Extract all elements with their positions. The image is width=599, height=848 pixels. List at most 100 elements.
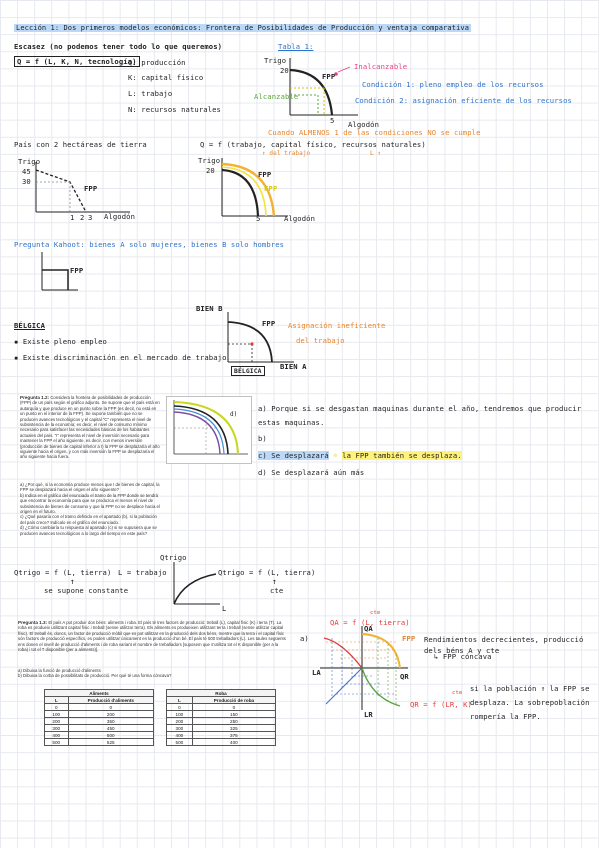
table-cell: 0 [191, 703, 277, 711]
g13-concava: ↳ FPP cóncava [434, 652, 492, 661]
trigo-y-axis: Qtrigo [160, 553, 187, 562]
table-cell: 0 [166, 703, 193, 711]
table-cell: 200 [166, 717, 193, 725]
def-n: N: recursos naturales [128, 105, 221, 114]
table-aliments-title: Aliments [44, 689, 154, 697]
g1-fpp-label: FPP [322, 72, 336, 81]
table-aliments-header-prod: Producció d'aliments [67, 696, 155, 704]
kahoot-question: Pregunta Kahoot: bienes A solo mujeres, … [14, 240, 285, 249]
g13-a-label: a) [300, 634, 309, 643]
table-aliments-header-l: L [44, 696, 69, 704]
g13-rendimientos: Rendimientos decrecientes, producció del… [424, 635, 584, 655]
g3-note-right: L ↑ [370, 150, 382, 157]
table-cell: 325 [191, 724, 277, 732]
table-cell: 100 [166, 710, 193, 718]
pregunta-12-item-c: c) ¿Qué pasaría con el tramo definido en… [20, 514, 157, 525]
table-roba-header-prod: Producció de roba [191, 696, 277, 704]
table-roba-header-l: L [166, 696, 193, 704]
table-cell: 250 [191, 717, 277, 725]
pais-x-axis: Algodón [104, 212, 135, 221]
table-cell: 0 [67, 703, 155, 711]
condicion-1: Condición 1: pleno empleo de los recurso… [362, 80, 544, 89]
g3-formula: Q = f (trabajo, capital físico, recursos… [200, 140, 426, 149]
pais-x-tick-3: 3 [88, 213, 93, 222]
fpp-graph-1 [289, 58, 358, 116]
svg-text:d): d) [230, 411, 237, 418]
pregunta-13-body: El país A pot produir dos béns: aliments… [18, 620, 286, 653]
def-q: Q: producción [128, 58, 186, 67]
pais-y-tick-45: 45 [22, 167, 31, 176]
pregunta-12-text: Pregunta 1.2: Considera la frontera de p… [20, 395, 160, 460]
table-cell: 400 [166, 731, 193, 739]
production-formula: Q = f (L, K, N, tecnología) [14, 56, 140, 67]
g13-qa-cte: cte [370, 610, 381, 616]
escasez-heading: Escasez (no podemos tener todo lo que qu… [14, 42, 223, 51]
g13-la: LA [312, 668, 321, 677]
g13-poblacion: si la población ↑ la FPP se desplaza. La… [470, 684, 590, 721]
pregunta-13-item-a: a) Dibuixa la funció de producció d'alim… [18, 668, 101, 673]
def-k: K: capital físico [128, 73, 204, 82]
pais-y-axis: Trigo [18, 157, 41, 166]
answer-c: c) Se desplazará ☼ la FPP también se des… [258, 451, 462, 460]
pais-x-tick-2: 2 [80, 213, 85, 222]
answer-c-text-2: la FPP también se desplaza. [342, 451, 462, 460]
trigo-l-trabajo: L = trabajo [118, 568, 167, 577]
pregunta-12-item-b: b) Indica en el gráfico del enunciado el… [20, 492, 160, 515]
pais-fpp: FPP [84, 184, 98, 193]
g13-qa: QA [364, 624, 373, 633]
table-cell: 375 [191, 731, 277, 739]
g13-lr: LR [364, 710, 373, 719]
trigo-cte: cte [270, 586, 284, 595]
g13-graph [320, 626, 408, 710]
bien-b-label: BIEN B [196, 304, 223, 313]
g13-qa-formula: QA = f (L, tierra) [330, 618, 410, 627]
trigo-formula-1: Qtrigo = f (L, tierra) [14, 568, 112, 577]
belgica-fpp: FPP [262, 319, 276, 328]
belgica-point-2-text: Existe discriminación en el mercado de t… [22, 353, 227, 362]
def-l: L: trabajo [128, 89, 173, 98]
answer-a: a) Porque si se desgastan maquinas duran… [258, 404, 582, 427]
belgica-box-label: BÉLGICA [231, 366, 265, 376]
trigo-supuesto: se supone constante [44, 586, 129, 595]
table-cell: 500 [44, 738, 69, 746]
g13-concava-text: FPP cóncava [442, 652, 492, 661]
table-cell: 300 [44, 724, 69, 732]
trigo-graph [173, 562, 220, 605]
kahoot-fpp: FPP [70, 266, 84, 275]
condiciones-nota: Cuando ALMENOS 1 de las condiciones NO s… [268, 128, 481, 137]
g13-qr-formula: QR = f (LR, K) [410, 700, 472, 709]
answer-b: b) [258, 434, 267, 443]
g13-qr-cte: cte [452, 690, 463, 696]
trigo-arrow-up: ↑ [70, 577, 75, 586]
belgica-point-1-text: Existe pleno empleo [22, 337, 107, 346]
g1-y-axis: Trigo [264, 56, 287, 65]
g1-y-tick: 20 [280, 66, 289, 75]
table-roba-title: Roba [166, 689, 276, 697]
g3-note-left: ↑ del trabajo [262, 150, 311, 157]
table-cell: 500 [166, 738, 193, 746]
g13-fpp: FPP [402, 634, 416, 643]
g3-y-axis: Trigo [198, 156, 221, 165]
page-title: Lección 1: Dos primeros modelos económic… [14, 24, 472, 32]
table-cell: 400 [44, 731, 69, 739]
bien-a-label: BIEN A [280, 362, 307, 371]
kahoot-square-graph [41, 252, 78, 291]
belgica-graph [227, 312, 294, 363]
table-cell: 200 [67, 710, 155, 718]
answer-d: d) Se desplazará aún más [258, 468, 365, 477]
g1-alcanzable: Alcanzable [254, 92, 299, 101]
g1-inalcanzable: Inalcanzable [354, 62, 408, 71]
g13-qr: QR [400, 672, 409, 681]
g1-x-tick: 5 [330, 116, 335, 125]
table-cell: 300 [166, 724, 193, 732]
table-cell: 450 [67, 724, 155, 732]
